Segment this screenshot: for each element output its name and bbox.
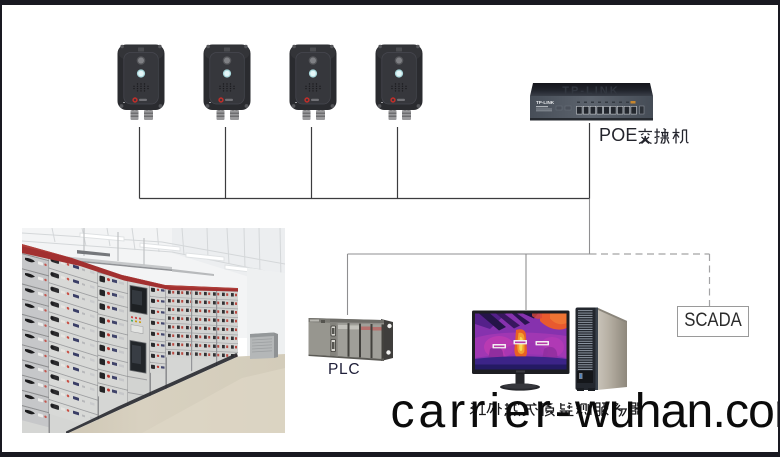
svg-text:TP-LINK: TP-LINK	[562, 85, 619, 97]
svg-text:TP-LINK: TP-LINK	[536, 100, 555, 105]
